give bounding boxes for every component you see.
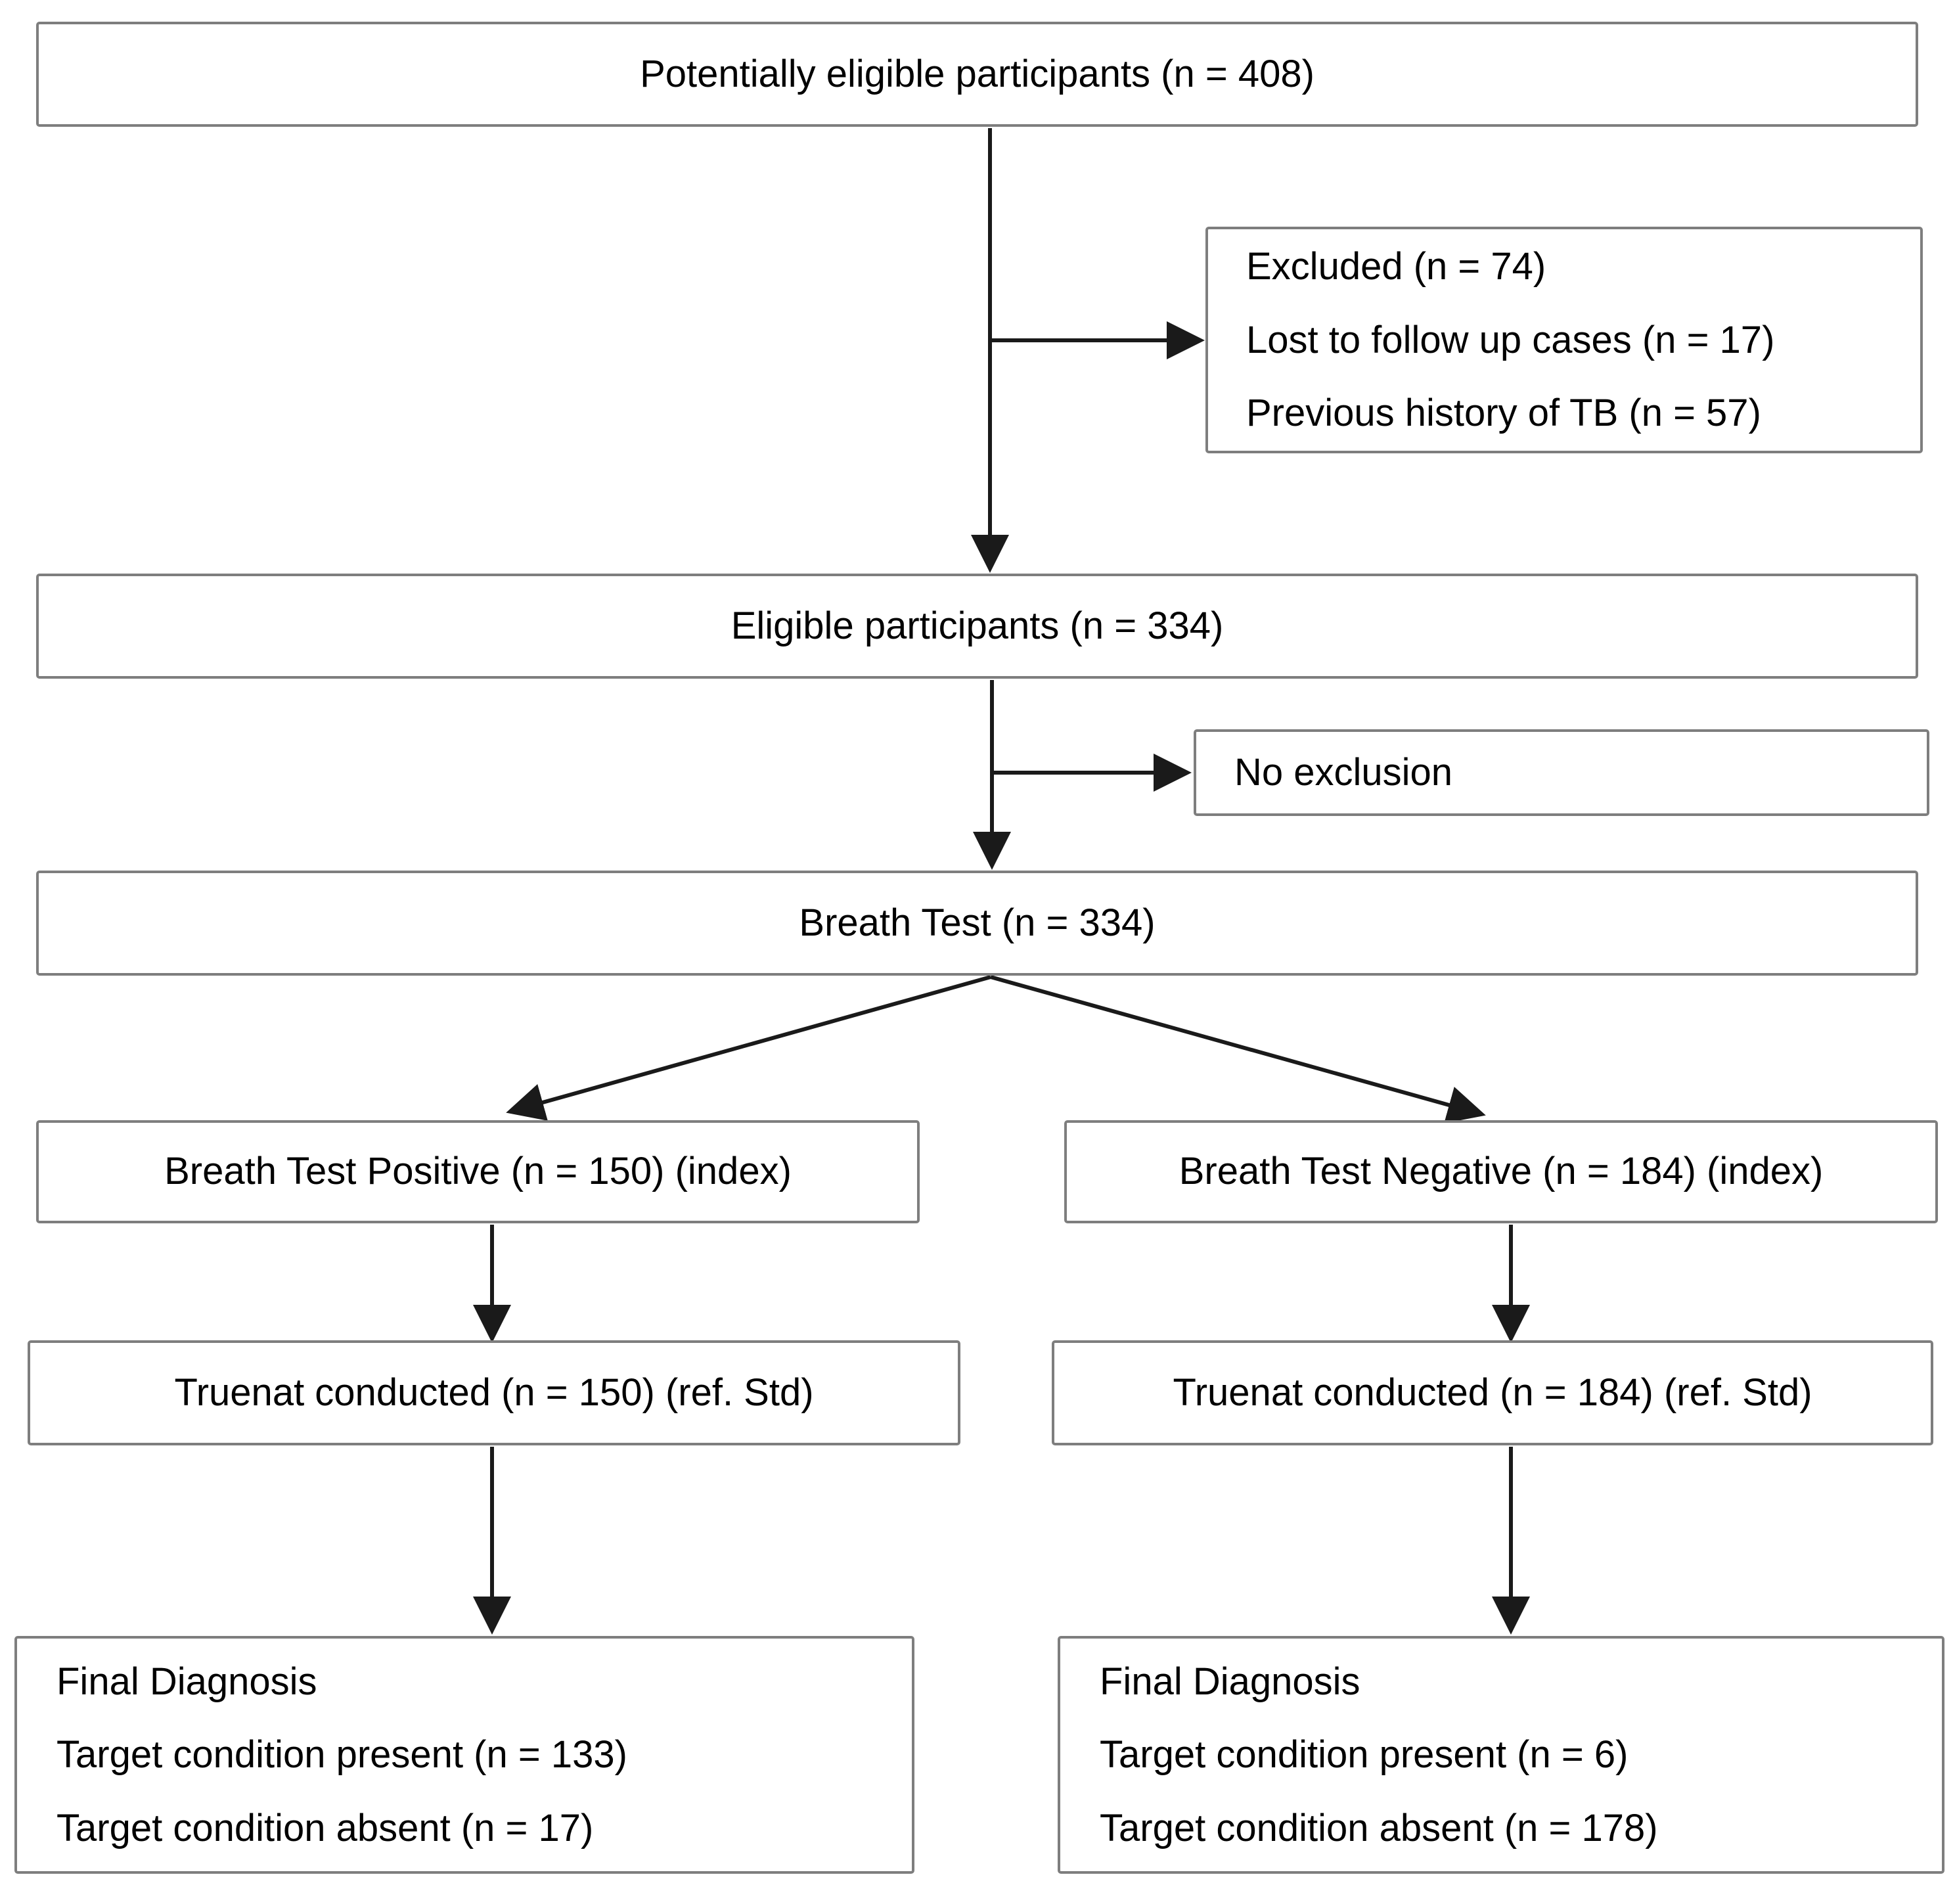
final-diagnosis-negative-box: Final Diagnosis Target condition present… [1058, 1636, 1944, 1874]
potentially-eligible-box: Potentially eligible participants (n = 4… [36, 22, 1918, 127]
truenat-conducted-negative-box: Truenat conducted (n = 184) (ref. Std) [1052, 1340, 1933, 1445]
no-exclusion-box: No exclusion [1194, 729, 1929, 816]
no-exclusion-label: No exclusion [1234, 750, 1453, 794]
final-diagnosis-line: Target condition absent (n = 17) [56, 1806, 594, 1849]
arrow-split-to-positive [506, 975, 991, 1121]
excluded-line: Lost to follow up cases (n = 17) [1246, 318, 1775, 361]
excluded-line: Excluded (n = 74) [1246, 245, 1546, 288]
final-diagnosis-line: Final Diagnosis [1100, 1660, 1360, 1703]
final-diagnosis-positive-box: Final Diagnosis Target condition present… [14, 1636, 914, 1874]
breath-test-positive-box: Breath Test Positive (n = 150) (index) [36, 1120, 920, 1223]
arrow-split-to-negative [990, 975, 1486, 1123]
final-diagnosis-line: Target condition absent (n = 178) [1100, 1806, 1658, 1849]
potentially-eligible-label: Potentially eligible participants (n = 4… [640, 52, 1315, 95]
excluded-box: Excluded (n = 74) Lost to follow up case… [1205, 227, 1923, 453]
truenat-conducted-negative-label: Truenat conducted (n = 184) (ref. Std) [1173, 1371, 1812, 1414]
breath-test-box: Breath Test (n = 334) [36, 871, 1918, 976]
truenat-conducted-positive-label: Truenat conducted (n = 150) (ref. Std) [174, 1371, 814, 1414]
breath-test-positive-label: Breath Test Positive (n = 150) (index) [164, 1150, 792, 1193]
eligible-participants-label: Eligible participants (n = 334) [730, 604, 1224, 647]
final-diagnosis-line: Target condition present (n = 133) [56, 1733, 627, 1777]
excluded-line: Previous history of TB (n = 57) [1246, 392, 1761, 435]
truenat-conducted-positive-box: Truenat conducted (n = 150) (ref. Std) [28, 1340, 960, 1445]
breath-test-label: Breath Test (n = 334) [799, 901, 1156, 944]
breath-test-negative-label: Breath Test Negative (n = 184) (index) [1179, 1150, 1824, 1193]
breath-test-negative-box: Breath Test Negative (n = 184) (index) [1064, 1120, 1938, 1223]
final-diagnosis-line: Target condition present (n = 6) [1100, 1733, 1629, 1777]
final-diagnosis-line: Final Diagnosis [56, 1660, 317, 1703]
eligible-participants-box: Eligible participants (n = 334) [36, 574, 1918, 679]
